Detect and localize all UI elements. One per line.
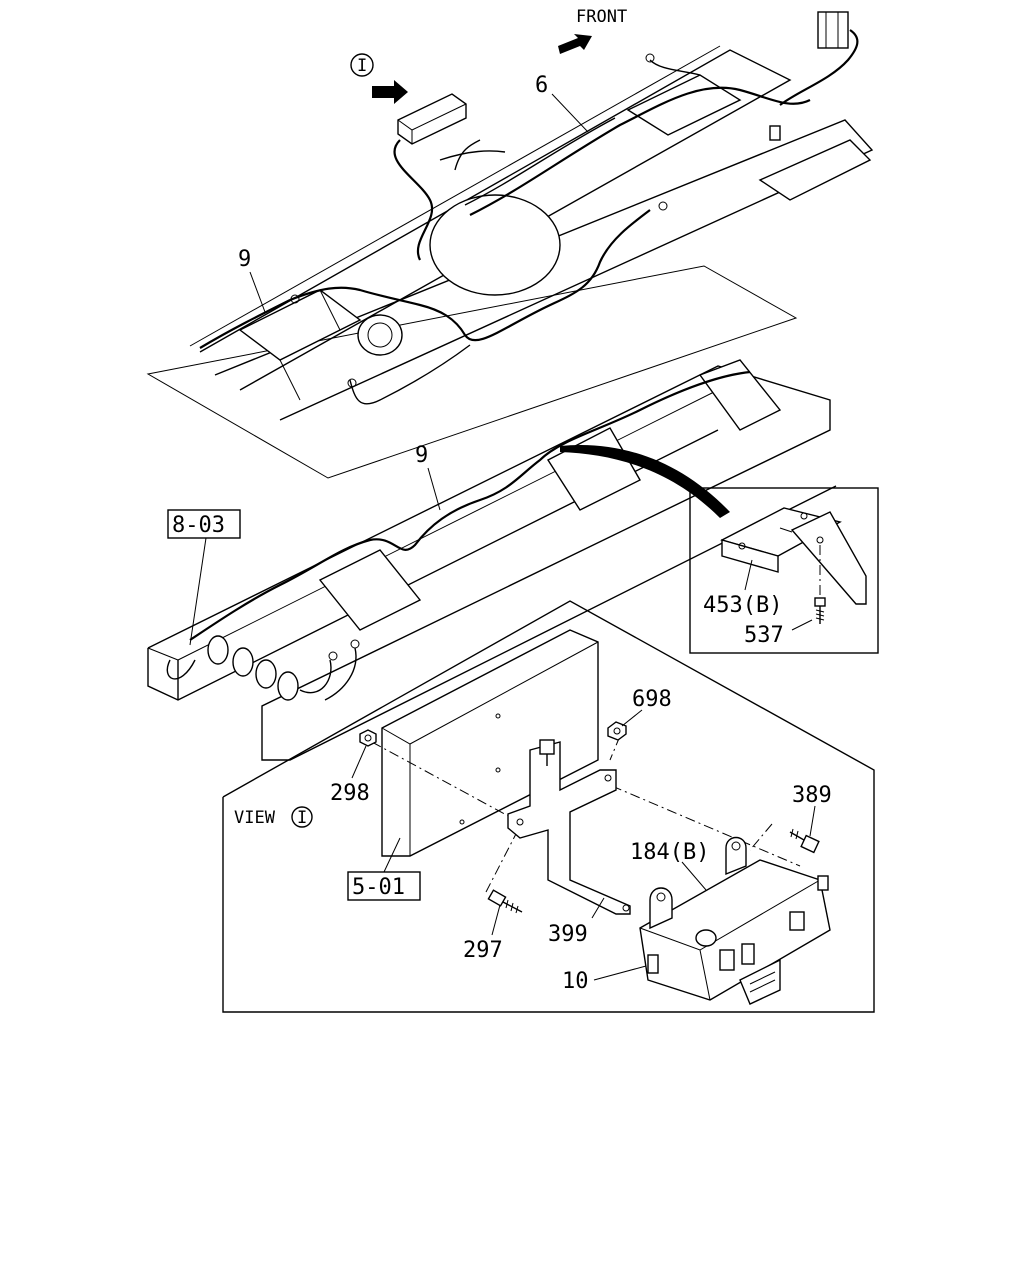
bolt-389-icon	[789, 828, 820, 854]
bolt-297-icon	[487, 889, 523, 914]
part-label-537: 537	[744, 623, 784, 648]
svg-text:8-03: 8-03	[172, 513, 225, 538]
view-i-marker-icon: I	[350, 53, 374, 77]
part-label-453b: 453(B)	[703, 593, 782, 618]
svg-text:I: I	[297, 808, 307, 828]
detail-inset-bracket	[689, 487, 879, 654]
part-label-6: 6	[535, 73, 548, 98]
part-label-698: 698	[632, 687, 672, 712]
screw-537-icon	[814, 597, 826, 624]
rear-frame-assembly	[147, 359, 837, 761]
svg-text:I: I	[357, 56, 367, 76]
svg-text:VIEW: VIEW	[234, 808, 276, 828]
ref-box-8-03: 8-03	[167, 509, 241, 646]
front-direction-label: FRONT	[576, 7, 627, 27]
part-label-298: 298	[330, 781, 370, 806]
nut-298-icon	[359, 729, 377, 747]
part-label-389: 389	[792, 783, 832, 808]
part-label-9-mid: 9	[415, 443, 428, 468]
part-label-9-top: 9	[238, 247, 251, 272]
part-label-399: 399	[548, 922, 588, 947]
svg-text:5-01: 5-01	[352, 875, 405, 900]
part-label-297: 297	[463, 938, 503, 963]
relay-box-10	[639, 836, 831, 1005]
part-label-10: 10	[562, 969, 589, 994]
part-label-184b: 184(B)	[630, 840, 709, 865]
front-frame-assembly	[146, 11, 874, 479]
ref-box-5-01: 5-01	[347, 837, 421, 901]
view-i-label: VIEW I	[234, 806, 313, 828]
nut-698-icon	[607, 721, 627, 741]
bracket-399	[507, 739, 631, 915]
view-i-panel	[222, 600, 875, 1013]
